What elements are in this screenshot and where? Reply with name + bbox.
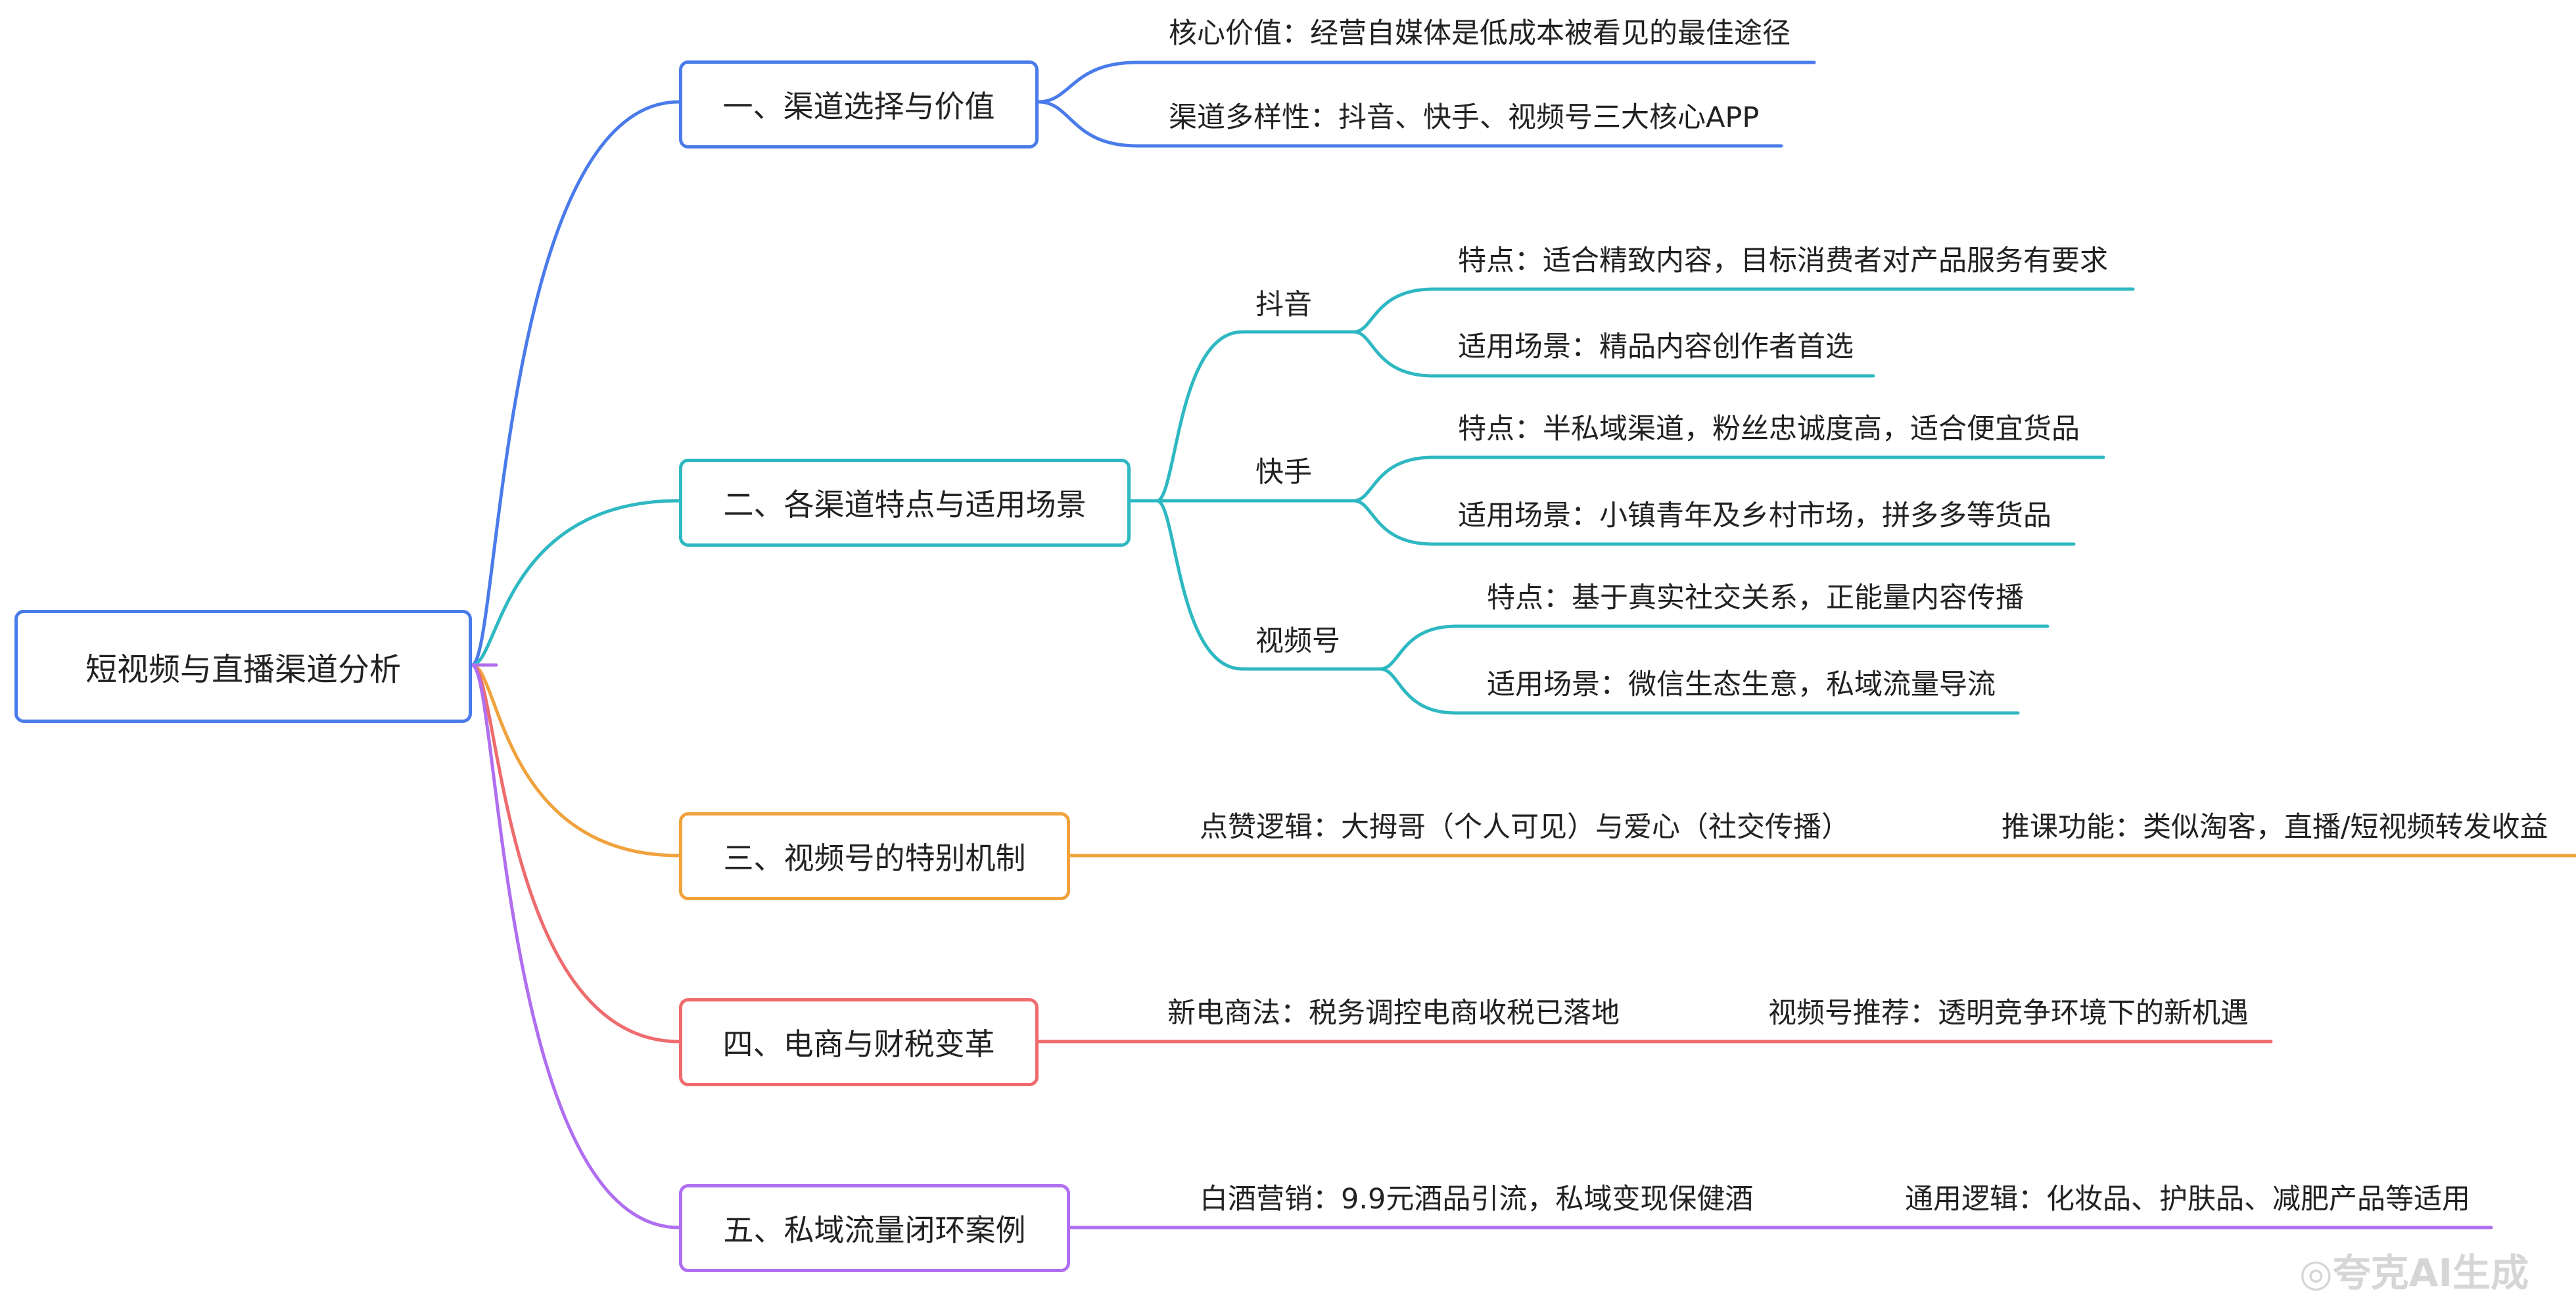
link-root-b4 xyxy=(470,663,681,1044)
branch-5-node[interactable]: 五、私域流量闭环案例 xyxy=(679,1184,1070,1272)
b3-item-2[interactable]: 推课功能：类似淘客，直播/短视频转发收益 xyxy=(2002,811,2548,844)
branch-4-label: 四、电商与财税变革 xyxy=(722,1026,995,1062)
branch-3-node[interactable]: 三、视频号的特别机制 xyxy=(679,812,1070,900)
b2-g3-item-1[interactable]: 特点：基于真实社交关系，正能量内容传播 xyxy=(1487,582,2024,614)
b1-item-2[interactable]: 渠道多样性：抖音、快手、视频号三大核心APP xyxy=(1169,101,1760,134)
link-b2-g2-item1 xyxy=(1352,455,2105,503)
link-b2-g3-item2 xyxy=(1378,667,2020,715)
link-b1-item1 xyxy=(1037,60,1816,104)
b1-item-1[interactable]: 核心价值：经营自媒体是低成本被看见的最佳途径 xyxy=(1169,17,1791,50)
link-b1-item2 xyxy=(1037,100,1783,148)
b4-item-2[interactable]: 视频号推荐：透明竞争环境下的新机遇 xyxy=(1768,997,2249,1030)
link-root-b3 xyxy=(470,663,681,858)
b2-group-shipinhao[interactable]: 视频号 xyxy=(1255,625,1340,658)
watermark: ◎夸克AI生成 xyxy=(2299,1251,2529,1295)
link-root-b5 xyxy=(470,663,681,1229)
branch-2-node[interactable]: 二、各渠道特点与适用场景 xyxy=(679,459,1131,547)
branch-4-node[interactable]: 四、电商与财税变革 xyxy=(679,998,1039,1086)
b2-g2-item-2[interactable]: 适用场景：小镇青年及乡村市场，拼多多等货品 xyxy=(1458,499,2051,532)
b2-g2-item-1[interactable]: 特点：半私域渠道，粉丝忠诚度高，适合便宜货品 xyxy=(1458,413,2080,446)
b5-item-2[interactable]: 通用逻辑：化妆品、护肤品、减肥产品等适用 xyxy=(1905,1183,2470,1216)
b3-item-1[interactable]: 点赞逻辑：大拇哥（个人可见）与爱心（社交传播） xyxy=(1200,811,1850,844)
branch-5-label: 五、私域流量闭环案例 xyxy=(723,1212,1026,1248)
b5-item-1[interactable]: 白酒营销：9.9元酒品引流，私域变现保健酒 xyxy=(1200,1183,1754,1216)
link-root-b1 xyxy=(470,100,681,667)
b2-group-douyin[interactable]: 抖音 xyxy=(1255,288,1312,321)
b2-g1-item-1[interactable]: 特点：适合精致内容，目标消费者对产品服务有要求 xyxy=(1458,244,2108,277)
root-label: 短视频与直播渠道分析 xyxy=(85,651,401,688)
link-b2-g1-item1 xyxy=(1352,287,2135,334)
link-b2-g3-item1 xyxy=(1378,624,2049,671)
b4-item-1[interactable]: 新电商法：税务调控电商收税已落地 xyxy=(1167,997,1620,1030)
b2-group-kuaishou[interactable]: 快手 xyxy=(1255,456,1312,489)
link-b2-g2-item2 xyxy=(1352,499,2076,546)
b2-g1-item-2[interactable]: 适用场景：精品内容创作者首选 xyxy=(1458,331,1854,363)
b2-g3-item-2[interactable]: 适用场景：微信生态生意，私域流量导流 xyxy=(1487,668,1996,701)
branch-3-label: 三、视频号的特别机制 xyxy=(723,840,1026,876)
link-root-b2 xyxy=(470,499,681,667)
link-b2-g1-item2 xyxy=(1352,330,1875,378)
branch-1-node[interactable]: 一、渠道选择与价值 xyxy=(679,60,1039,149)
root-node[interactable]: 短视频与直播渠道分析 xyxy=(14,610,472,723)
branch-1-label: 一、渠道选择与价值 xyxy=(722,89,995,124)
branch-2-label: 二、各渠道特点与适用场景 xyxy=(723,487,1087,522)
link-b2-g3 xyxy=(1155,499,1382,671)
link-b2-g1 xyxy=(1155,330,1356,503)
